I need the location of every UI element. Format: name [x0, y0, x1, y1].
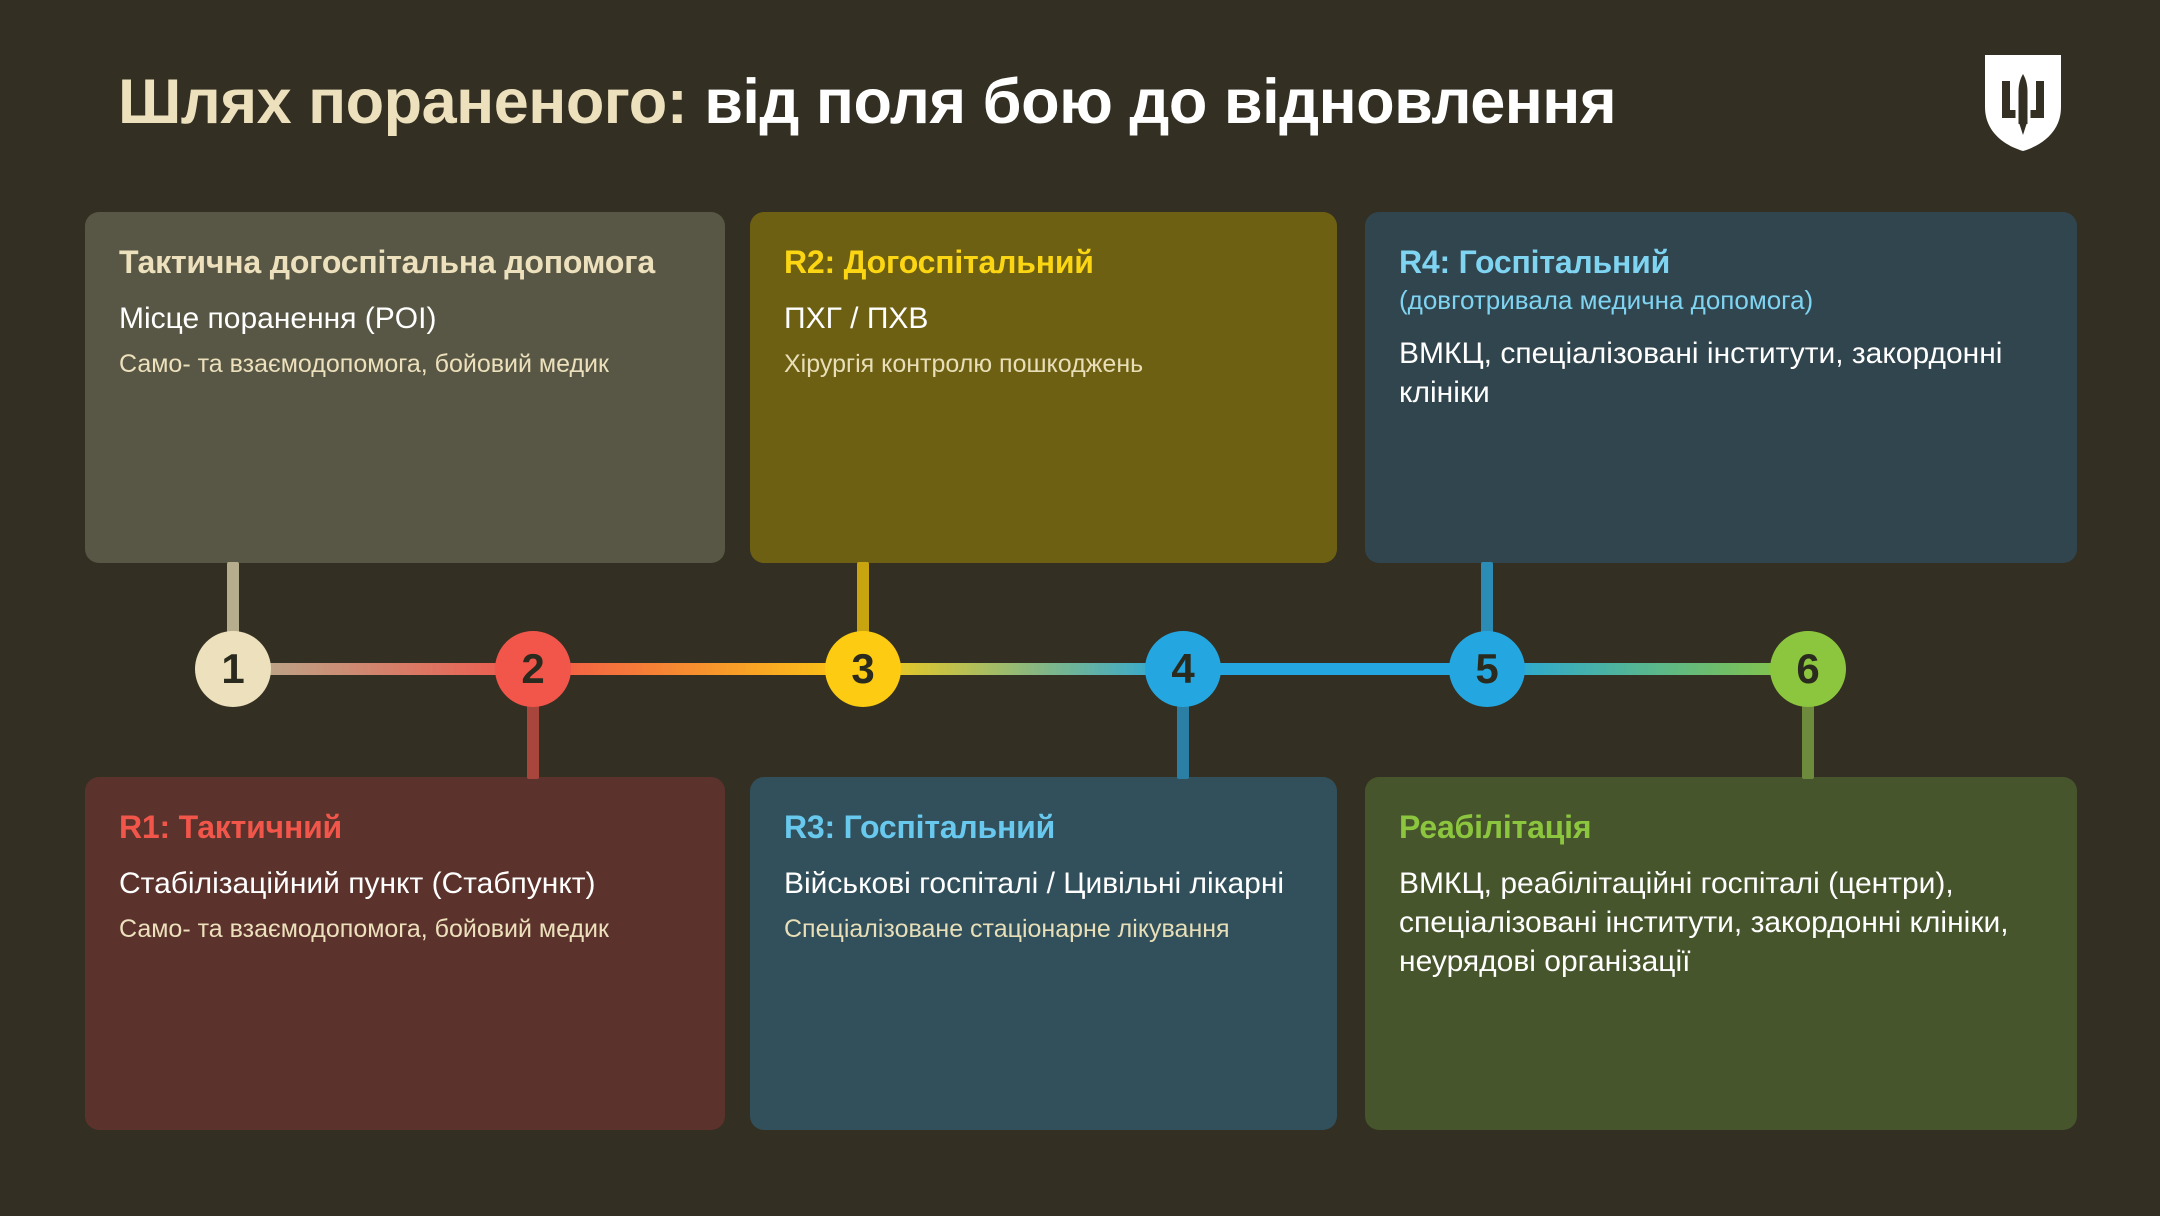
- card-main-text: ВМКЦ, спеціалізовані інститути, закордон…: [1399, 336, 2003, 409]
- timeline-segment-3-4: [863, 663, 1183, 675]
- card-title: Реабілітація: [1399, 809, 1592, 845]
- card-title: R2: Догоспітальний: [784, 244, 1094, 280]
- timeline-node-3[interactable]: 3: [825, 631, 901, 707]
- card-description: Спеціалізоване стаціонарне лікування: [784, 914, 1230, 943]
- card-r3-hospital: R3: Госпітальний Військові госпіталі / Ц…: [750, 777, 1337, 1130]
- card-r4-hospital: R4: Госпітальний (довготривала медична д…: [1365, 212, 2077, 563]
- card-description: Само- та взаємодопомога, бойовий медик: [119, 349, 609, 378]
- card-title: R3: Госпітальний: [784, 809, 1056, 845]
- timeline-node-6[interactable]: 6: [1770, 631, 1846, 707]
- card-subnote: (довготривала медична допомога): [1399, 284, 1814, 315]
- card-rehabilitation: Реабілітація ВМКЦ, реабілітаційні госпіт…: [1365, 777, 2077, 1130]
- page-header: Шлях пораненого: від поля бою до відновл…: [0, 0, 2160, 200]
- card-description: Само- та взаємодопомога, бойовий медик: [119, 914, 609, 943]
- page-title-rest: від поля бою до відновлення: [687, 67, 1617, 137]
- timeline-node-4[interactable]: 4: [1145, 631, 1221, 707]
- page-title: Шлях пораненого: від поля бою до відновл…: [118, 66, 1617, 138]
- card-r2-prehospital: R2: Догоспітальний ПХГ / ПХВ Хірургія ко…: [750, 212, 1337, 563]
- page-title-accent: Шлях пораненого:: [118, 67, 688, 137]
- card-title: R1: Тактичний: [119, 809, 343, 845]
- card-main-text: Військові госпіталі / Цивільні лікарні: [784, 866, 1285, 900]
- card-tactical-prehospital: Тактична догоспітальна допомога Місце по…: [85, 212, 725, 563]
- card-main-text: ПХГ / ПХВ: [784, 301, 929, 335]
- timeline-segment-5-6: [1487, 663, 1808, 675]
- timeline-segment-4-5: [1183, 663, 1487, 675]
- timeline-segment-2-3: [533, 663, 863, 675]
- timeline-node-1[interactable]: 1: [195, 631, 271, 707]
- ukrainian-armed-forces-trident-shield-icon: [1985, 55, 2061, 151]
- card-description: Хірургія контролю пошкоджень: [784, 349, 1144, 378]
- timeline-node-5[interactable]: 5: [1449, 631, 1525, 707]
- timeline-node-2[interactable]: 2: [495, 631, 571, 707]
- card-main-text: ВМКЦ, реабілітаційні госпіталі (центри),…: [1399, 866, 2009, 978]
- card-main-text: Стабілізаційний пункт (Стабпункт): [119, 866, 596, 900]
- card-title: R4: Госпітальний: [1399, 244, 1671, 280]
- timeline-segment-1-2: [233, 663, 533, 675]
- card-title: Тактична догоспітальна допомога: [119, 244, 655, 280]
- card-main-text: Місце поранення (POI): [119, 301, 437, 335]
- card-r1-tactical: R1: Тактичний Стабілізаційний пункт (Ста…: [85, 777, 725, 1130]
- timeline: 1 2 3 4 5 6: [0, 562, 2160, 779]
